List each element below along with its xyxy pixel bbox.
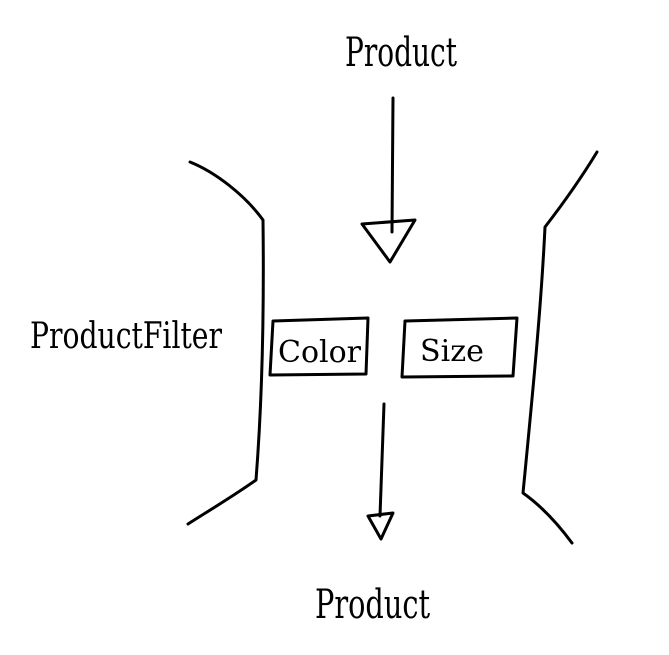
output-product-label: Product [315,582,430,628]
input-product-label: Product [345,30,457,76]
size-filter-label: Size [420,334,484,369]
input-arrow [360,96,417,264]
funnel-right-wall [521,150,599,545]
funnel-left-wall [186,160,265,526]
output-arrow [366,402,395,541]
color-filter-box: Color [268,316,370,377]
size-filter-box: Size [400,316,519,379]
color-filter-label: Color [278,335,362,370]
product-filter-label: ProductFilter [30,316,223,357]
